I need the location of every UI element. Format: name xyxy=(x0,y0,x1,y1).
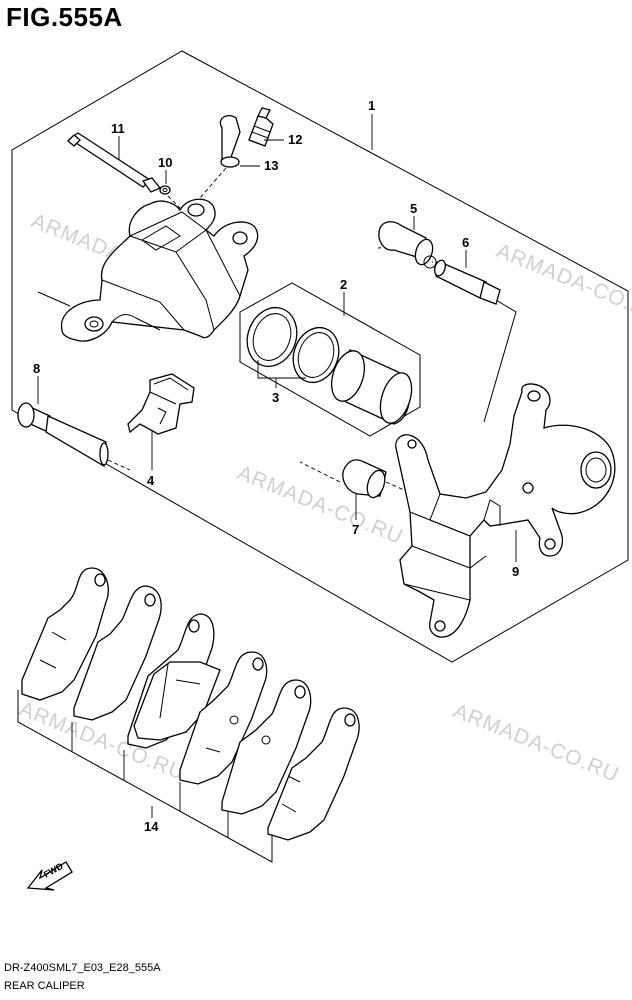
callout-3: 3 xyxy=(272,390,279,405)
callout-12: 12 xyxy=(288,132,302,147)
watermark-5: ARMADA-CO.RU xyxy=(450,699,622,786)
callout-8: 8 xyxy=(33,361,40,376)
watermark-2: ARMADA-CO.RU xyxy=(493,239,632,326)
caliper-assembly-boundary xyxy=(11,50,629,663)
fwd-arrow-icon: FWD xyxy=(26,861,73,891)
part-10-plug xyxy=(159,185,171,195)
footer-drawing-code: DR-Z400SML7_E03_E28_555A xyxy=(4,962,161,974)
slide-pin-group-boundary xyxy=(37,291,71,307)
callout-10: 10 xyxy=(158,155,172,170)
callout-1: 1 xyxy=(368,98,375,113)
part-9-caliper-bracket xyxy=(395,383,616,638)
part-7-boot xyxy=(342,459,387,499)
part-8-bolt xyxy=(17,402,109,468)
callout-labels: 1 2 3 4 5 6 7 8 9 10 11 12 13 14 xyxy=(33,98,519,834)
callout-7: 7 xyxy=(352,522,359,537)
piston-group-boundary xyxy=(239,282,421,437)
leader-lines xyxy=(37,114,517,818)
part-11-pad-pin xyxy=(67,132,162,193)
callout-11: 11 xyxy=(111,121,125,136)
figure-title: FIG.555A xyxy=(6,2,123,32)
callout-14: 14 xyxy=(144,819,159,834)
footer-drawing-name: REAR CALIPER xyxy=(4,980,85,992)
part-4-pad-spring xyxy=(127,373,195,435)
pad-set-boundary xyxy=(17,690,273,863)
part-2-piston-seals xyxy=(246,306,340,384)
part-5-boot xyxy=(378,221,437,269)
part-14-brake-pads xyxy=(21,567,360,841)
callout-5: 5 xyxy=(410,201,417,216)
callout-4: 4 xyxy=(147,473,155,488)
caliper-body xyxy=(61,198,259,342)
callout-2: 2 xyxy=(340,277,347,292)
part-6-slide-pin xyxy=(433,259,501,305)
part-12-bleeder-valve xyxy=(248,107,274,147)
callout-13: 13 xyxy=(264,158,278,173)
callout-9: 9 xyxy=(512,564,519,579)
callout-6: 6 xyxy=(462,235,469,250)
part-13-bleeder-cap xyxy=(219,114,241,168)
piston xyxy=(330,349,413,425)
